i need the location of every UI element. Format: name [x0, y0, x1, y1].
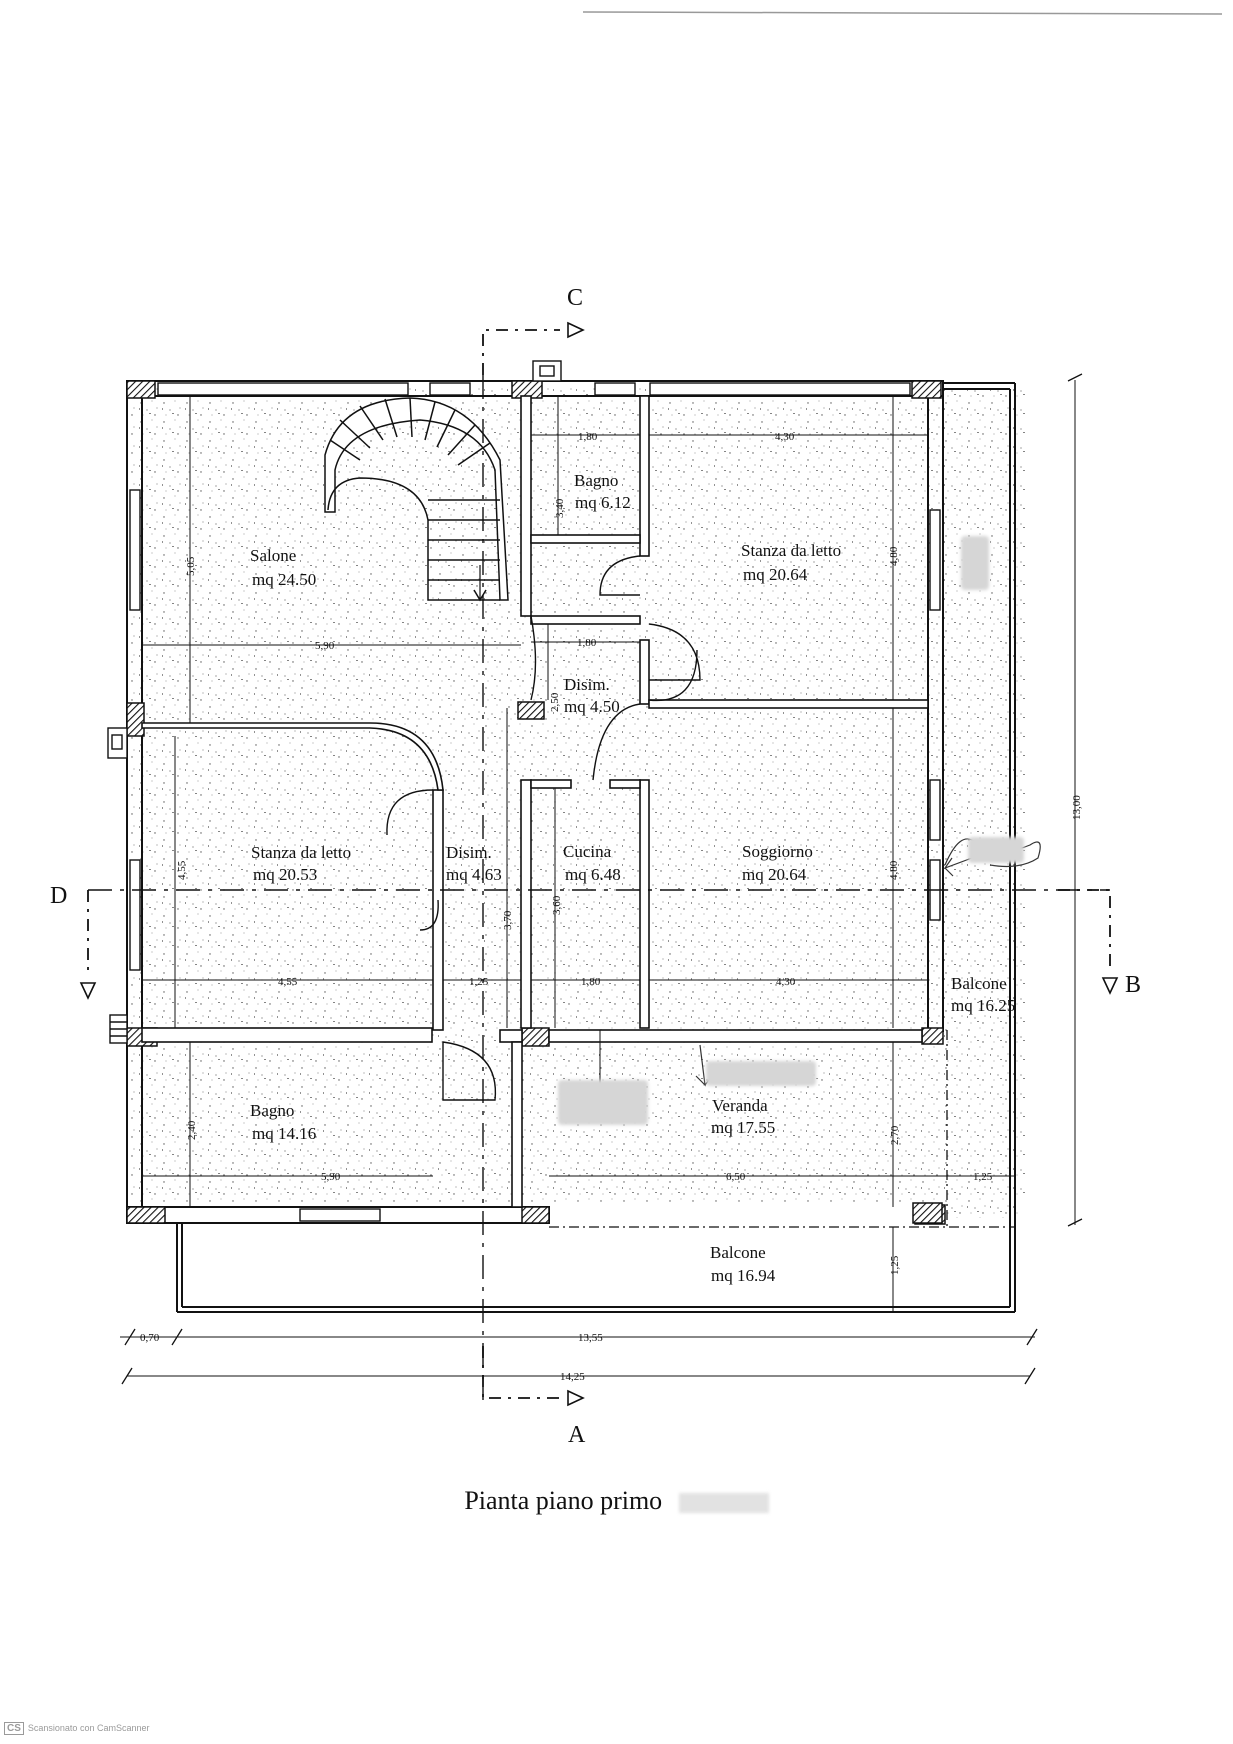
room-labels: Salone mq 24.50 Bagno mq 6.12 Stanza da … [250, 471, 1015, 1285]
dimension-text: 1,25 [973, 1171, 993, 1183]
dimension-text: 5,90 [321, 1171, 341, 1183]
section-label-left: D [50, 883, 67, 909]
room-name: Stanza da letto [251, 843, 351, 862]
room-name: Cucina [563, 842, 612, 861]
room-area: mq 6.12 [575, 493, 631, 512]
dimension-text: 13,55 [578, 1332, 603, 1344]
dimension-text: 4,30 [775, 431, 795, 443]
dimension-lines [120, 380, 1076, 1377]
dimension-text: 13,00 [1071, 795, 1083, 820]
dimension-text: 4,55 [176, 860, 188, 880]
room-name: Balcone [951, 974, 1007, 993]
scanner-text: Scansionato con CamScanner [27, 1723, 150, 1733]
room-area: mq 4.63 [446, 865, 502, 884]
redacted-patch [558, 1080, 648, 1125]
room-area: mq 16.94 [711, 1266, 776, 1285]
dimension-text: 5,90 [315, 640, 335, 652]
caption-text: Pianta piano primo [464, 1486, 663, 1515]
section-label-right: B [1125, 972, 1141, 998]
dimension-text: 4,80 [888, 546, 900, 566]
scan-edge-line [582, 11, 1223, 15]
room-name: Balcone [710, 1243, 766, 1262]
room-area: mq 16.25 [951, 996, 1015, 1015]
dimension-text: 1,25 [469, 976, 489, 988]
dimension-text: 1,25 [889, 1255, 901, 1275]
room-area: mq 20.64 [743, 565, 808, 584]
dimension-text: 1,80 [577, 637, 597, 649]
dimension-text: 4,30 [776, 976, 796, 988]
dimension-text: 3,70 [502, 910, 514, 930]
dimension-ticks [121, 373, 1083, 1385]
dimension-text: 2,70 [889, 1125, 901, 1145]
section-lines [79, 321, 1119, 1407]
dimension-text: 3,40 [554, 498, 566, 518]
room-name: Disim. [564, 675, 610, 694]
room-name: Bagno [574, 471, 618, 490]
dimension-text: 1,80 [578, 431, 598, 443]
dimension-text: 1,80 [581, 976, 601, 988]
section-label-bottom: A [568, 1422, 586, 1448]
room-name: Disim. [446, 843, 492, 862]
room-area: mq 20.53 [253, 865, 317, 884]
dimension-text: 5,05 [185, 556, 197, 576]
dimension-text: 6,50 [726, 1171, 746, 1183]
dimension-text: 2,50 [549, 692, 561, 712]
room-area: mq 24.50 [252, 570, 316, 589]
room-name: Veranda [712, 1096, 768, 1115]
redacted-patch [961, 536, 989, 590]
redacted-patch [968, 837, 1024, 863]
dimension-text: 4,80 [888, 860, 900, 880]
room-area: mq 4.50 [564, 697, 620, 716]
room-area: mq 17.55 [711, 1118, 775, 1137]
floor-fill [130, 388, 1025, 1203]
redacted-caption-patch [678, 1493, 769, 1514]
dimension-text: 0,70 [140, 1332, 160, 1344]
handwritten-scribble [944, 838, 1041, 868]
dimension-text: 3,60 [551, 895, 563, 915]
dimension-labels: 1,80 4,30 3,40 4,80 5,05 5,90 1,80 2,50 … [140, 431, 1083, 1383]
room-name: Stanza da letto [741, 541, 841, 560]
room-area: mq 14.16 [252, 1124, 316, 1143]
balcony-column [912, 1202, 943, 1224]
room-area: mq 6.48 [565, 865, 621, 884]
room-name: Salone [250, 546, 296, 565]
room-name: Soggiorno [742, 842, 813, 861]
chimneys [107, 360, 562, 1044]
drawing-caption: Pianta piano primo [0, 1486, 1233, 1516]
dimension-text: 4,55 [278, 976, 298, 988]
balcony-fill [940, 388, 1020, 1218]
dimension-text: 2,40 [186, 1120, 198, 1140]
section-label-top: C [567, 285, 583, 311]
dimension-text: 14,25 [560, 1371, 585, 1383]
staircase [324, 397, 509, 602]
scanner-logo: CS [4, 1722, 24, 1735]
redacted-patch [706, 1061, 816, 1086]
room-area: mq 20.64 [742, 865, 807, 884]
room-name: Bagno [250, 1101, 294, 1120]
doors [386, 555, 701, 1101]
